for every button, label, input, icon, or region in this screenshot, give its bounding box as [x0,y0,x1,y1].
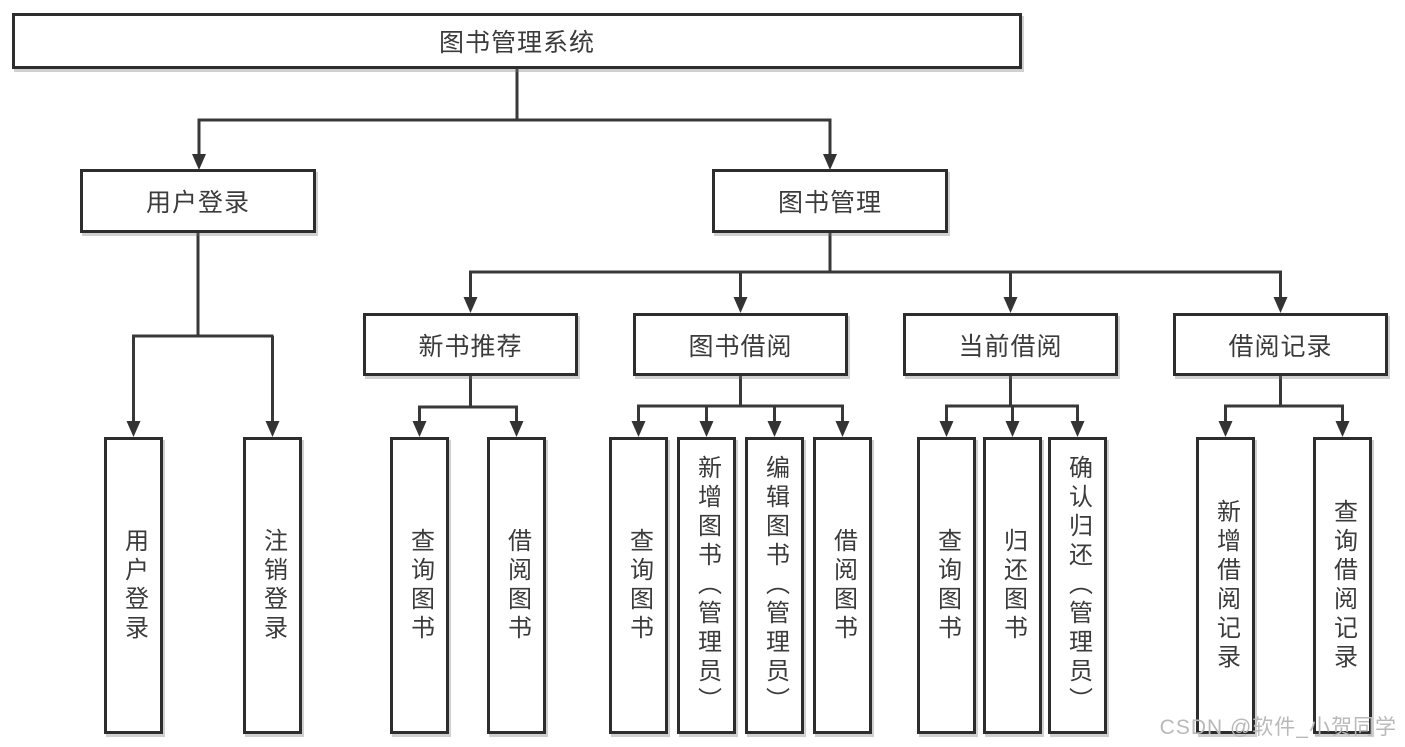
node-add-borrow-record: 新增借阅记录 [1196,437,1255,734]
node-logout-leaf: 注销登录 [243,437,302,734]
node-query-books-2: 查询图书 [609,437,668,734]
node-label: 新书推荐 [418,332,523,361]
node-add-books-admin: 新增图书（管理员） [677,437,736,734]
node-user-login-leaf: 用户登录 [104,437,163,734]
node-query-borrow-record: 查询借阅记录 [1313,437,1372,734]
node-label: 用户登录 [145,189,250,217]
edge-new-book-children [412,376,524,437]
node-query-books-3: 查询图书 [917,437,976,734]
edge-book-mgmt-children [463,233,1288,313]
node-label: 查询图书 [625,527,653,644]
edge-user-login-children [126,233,280,437]
edge-book-borrow-children [631,376,850,437]
node-label: 确认归还（管理员） [1064,455,1092,716]
node-label: 借阅图书 [503,527,531,644]
node-label: 查询图书 [933,527,961,644]
csdn-watermark: CSDN @软件_小贺同学 [1159,716,1397,739]
node-borrow-books-2: 借阅图书 [813,437,872,734]
node-book-management: 图书管理 [712,169,948,233]
node-label: 图书管理系统 [438,29,595,57]
node-query-books-1: 查询图书 [390,437,449,734]
node-label: 查询借阅记录 [1329,498,1357,673]
node-label: 借阅图书 [829,527,857,644]
node-label: 当前借阅 [958,332,1063,361]
node-label: 用户登录 [120,527,148,644]
node-book-borrowing: 图书借阅 [633,313,848,376]
edge-borrow-rec-children [1218,376,1350,437]
edge-root-to-level1 [192,69,837,170]
node-label: 归还图书 [999,527,1027,644]
node-label: 图书借阅 [688,332,793,361]
node-book-management-system: 图书管理系统 [12,13,1022,69]
node-label: 借阅记录 [1228,332,1333,361]
node-user-login: 用户登录 [80,169,316,233]
node-label: 图书管理 [777,189,882,217]
node-borrow-books-1: 借阅图书 [487,437,546,734]
edge-cur-borrow-children [939,376,1085,437]
node-label: 新增图书（管理员） [693,455,721,716]
node-label: 编辑图书（管理员） [761,455,789,716]
node-label: 新增借阅记录 [1212,498,1240,673]
node-label: 查询图书 [406,527,434,644]
node-label: 注销登录 [259,527,287,644]
node-return-books: 归还图书 [983,437,1042,734]
node-borrowing-records: 借阅记录 [1173,313,1388,376]
node-confirm-return-admin: 确认归还（管理员） [1048,437,1107,734]
node-edit-books-admin: 编辑图书（管理员） [745,437,804,734]
node-current-borrowing: 当前借阅 [903,313,1118,376]
node-new-book-recommend: 新书推荐 [363,313,578,376]
